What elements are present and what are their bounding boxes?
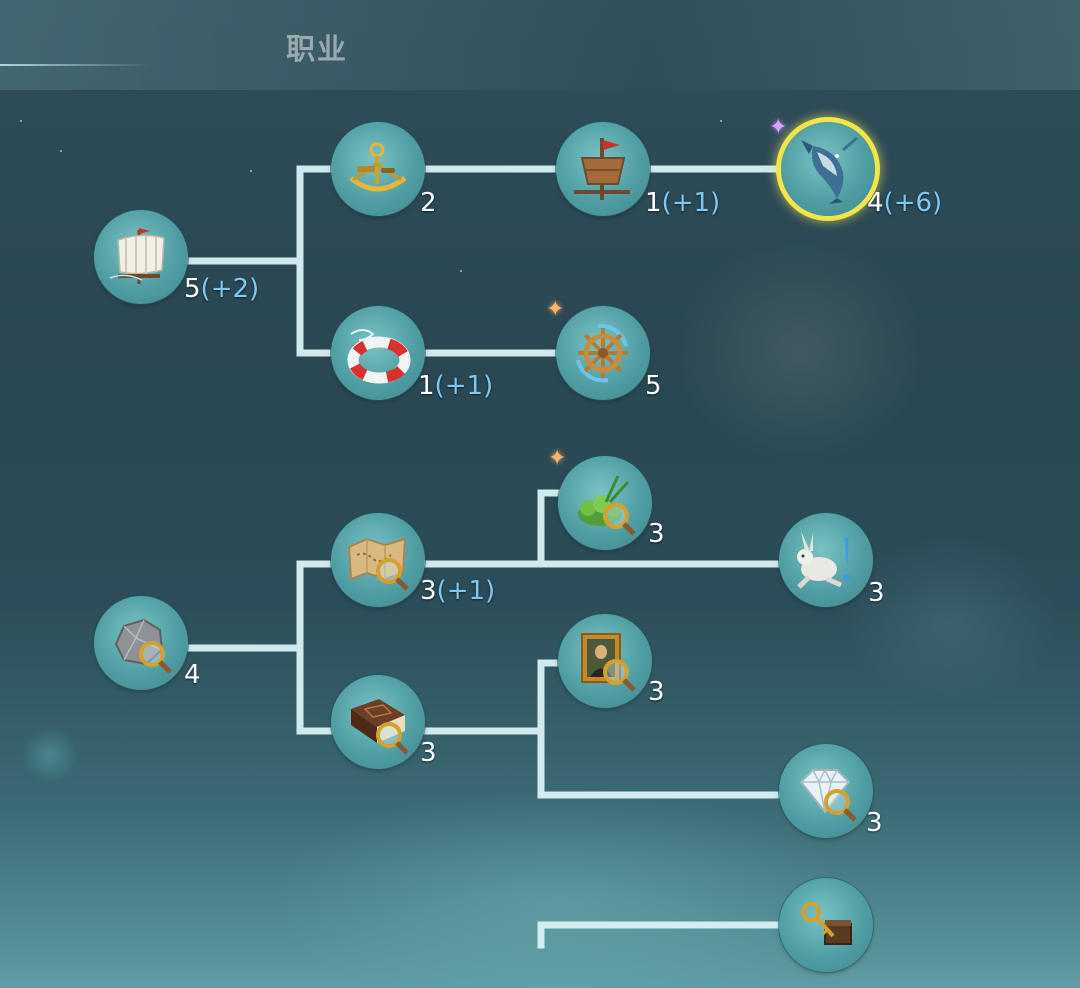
skill-level-diamond: 3 <box>866 808 883 838</box>
skill-node-lookout[interactable] <box>556 122 650 216</box>
skill-level-sail: 5(+2) <box>184 274 259 304</box>
skill-level-map: 3(+1) <box>420 576 495 606</box>
skill-level-marlin: 4(+6) <box>867 188 942 218</box>
background-star <box>250 170 252 172</box>
skill-node-plant[interactable] <box>558 456 652 550</box>
level-value: 3 <box>868 578 885 608</box>
level-bonus: (+1) <box>436 576 496 606</box>
level-value: 5 <box>645 371 662 401</box>
skill-level-lookout: 1(+1) <box>645 188 720 218</box>
key-chest-icon <box>801 902 852 945</box>
level-value: 1 <box>418 371 435 401</box>
background-star <box>460 270 462 272</box>
sparkle-icon: ✦ <box>548 446 567 471</box>
skill-node-rabbit[interactable] <box>779 513 873 607</box>
top-haze <box>0 0 1080 90</box>
skill-level-painting: 3 <box>648 677 665 707</box>
level-value: 3 <box>648 519 665 549</box>
skill-node-sail[interactable] <box>94 210 188 304</box>
skill-level-plant: 3 <box>648 519 665 549</box>
connector-line <box>537 921 789 949</box>
skill-level-book: 3 <box>420 738 437 768</box>
background-star <box>60 150 62 152</box>
background-star <box>20 120 22 122</box>
painting-magnifier-icon <box>581 633 636 692</box>
skill-node-marlin[interactable] <box>781 122 875 216</box>
level-bonus: (+6) <box>883 188 943 218</box>
skill-node-book[interactable] <box>331 675 425 769</box>
ore-magnifier-icon <box>114 618 172 674</box>
level-value: 1 <box>645 188 662 218</box>
rabbit-alert-icon <box>797 531 850 589</box>
connector-line <box>537 489 564 568</box>
plant-magnifier-icon <box>578 475 636 536</box>
sparkle-icon: ✦ <box>546 297 565 322</box>
level-value: 4 <box>184 660 201 690</box>
level-value: 4 <box>867 188 884 218</box>
marlin-fish-icon <box>801 136 858 204</box>
skill-node-painting[interactable] <box>558 614 652 708</box>
level-bonus: (+2) <box>200 274 260 304</box>
sparkle-icon: ✦ <box>769 115 788 140</box>
book-magnifier-icon <box>351 699 409 755</box>
level-value: 3 <box>866 808 883 838</box>
diamond-magnifier-icon <box>799 768 857 822</box>
skill-node-ore[interactable] <box>94 596 188 690</box>
level-value: 5 <box>184 274 201 304</box>
skill-level-lifebuoy: 1(+1) <box>418 371 493 401</box>
skill-level-sextant: 2 <box>420 188 437 218</box>
skill-node-wheel[interactable] <box>556 306 650 400</box>
skill-node-sextant[interactable] <box>331 122 425 216</box>
skill-node-treasure[interactable] <box>779 878 873 972</box>
skill-level-rabbit: 3 <box>868 578 885 608</box>
level-value: 3 <box>420 576 437 606</box>
lifebuoy-icon <box>347 329 411 384</box>
header-underline <box>0 64 150 66</box>
level-bonus: (+1) <box>661 188 721 218</box>
level-value: 3 <box>420 738 437 768</box>
level-bonus: (+1) <box>434 371 494 401</box>
background-star <box>720 120 722 122</box>
crows-nest-flag-icon <box>574 138 630 200</box>
map-magnifier-icon <box>347 537 409 591</box>
skill-level-ore: 4 <box>184 660 201 690</box>
skill-node-map[interactable] <box>331 513 425 607</box>
connector-line <box>537 659 789 799</box>
page-title: 职业 <box>286 32 349 66</box>
level-value: 3 <box>648 677 665 707</box>
level-value: 2 <box>420 188 437 218</box>
skill-node-diamond[interactable] <box>779 744 873 838</box>
sail-ship-icon <box>109 228 165 284</box>
skill-node-lifebuoy[interactable] <box>331 306 425 400</box>
skill-level-wheel: 5 <box>645 371 662 401</box>
ship-wheel-icon <box>576 323 628 383</box>
sextant-icon <box>349 142 407 192</box>
